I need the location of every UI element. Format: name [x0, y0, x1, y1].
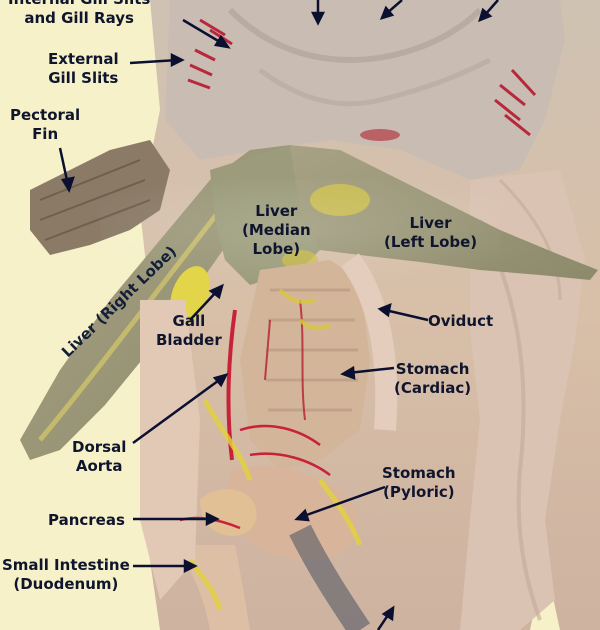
head-region: [165, 0, 565, 180]
label-line: (Median: [242, 221, 311, 239]
label-pancreas: Pancreas: [48, 511, 125, 530]
label-line: Gill Slits: [48, 69, 119, 87]
label-small-intestine: Small Intestine (Duodenum): [2, 556, 130, 594]
label-line: (Pyloric): [382, 483, 455, 501]
gill-slits-right: [494, 68, 537, 137]
label-line: Pectoral: [10, 106, 81, 124]
label-stomach-pyloric: Stomach (Pyloric): [382, 464, 456, 502]
label-dorsal-aorta: Dorsal Aorta: [72, 438, 126, 476]
label-line: Stomach: [395, 360, 470, 378]
label-stomach-cardiac: Stomach (Cardiac): [394, 360, 471, 398]
label-line: Pancreas: [48, 511, 125, 529]
label-gall-bladder: Gall Bladder: [156, 312, 222, 350]
label-internal-gill-slits: Internal Gill Slits and Gill Rays: [8, 0, 150, 28]
label-external-gill-slits: External Gill Slits: [48, 50, 119, 88]
label-liver-median-lobe: Liver (Median Lobe): [242, 202, 311, 259]
label-line: Stomach: [382, 464, 456, 482]
label-line: Liver: [409, 214, 452, 232]
label-line: Liver: [255, 202, 298, 220]
label-pectoral-fin: Pectoral Fin: [10, 106, 80, 144]
label-liver-left-lobe: Liver (Left Lobe): [384, 214, 477, 252]
label-line: Fin: [32, 125, 59, 143]
label-line: Internal Gill Slits: [8, 0, 150, 9]
label-line: (Duodenum): [13, 575, 119, 593]
label-line: and Gill Rays: [24, 9, 134, 27]
label-line: Gall: [172, 312, 206, 330]
pointer-arrows: [58, 0, 499, 630]
label-line: (Cardiac): [394, 379, 472, 397]
label-line: Aorta: [75, 457, 123, 475]
stomach-cardiac: [240, 260, 370, 470]
label-line: Dorsal: [72, 438, 127, 456]
label-line: (Left Lobe): [384, 233, 478, 251]
label-line: External: [48, 50, 119, 68]
label-line: Small Intestine: [2, 556, 130, 574]
oviduct-tube: [341, 253, 398, 431]
label-line: Bladder: [156, 331, 222, 349]
label-line: Lobe): [252, 240, 301, 258]
label-line: Oviduct: [428, 312, 494, 330]
label-oviduct: Oviduct: [428, 312, 493, 331]
gill-slits-left: [187, 18, 233, 90]
pancreas-shape: [200, 489, 257, 536]
